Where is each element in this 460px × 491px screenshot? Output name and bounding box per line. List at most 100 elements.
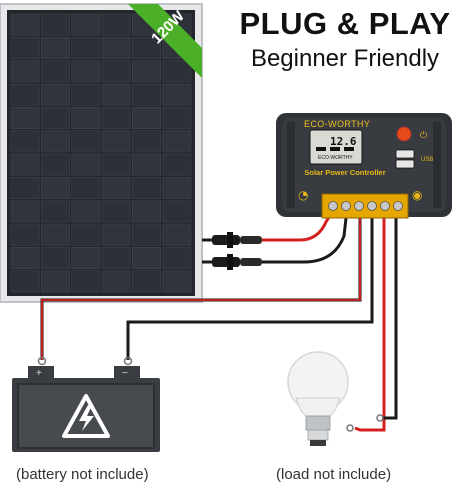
solar-cell [10,270,40,293]
solar-cell [71,200,101,223]
solar-cell [132,270,161,293]
solar-cell [71,153,101,176]
load-caption: (load not include) [276,466,392,483]
solar-cell [162,270,192,293]
solar-cell [132,37,161,59]
solar-cell [101,223,131,246]
solar-cell [162,130,192,153]
svg-text:+: + [36,368,42,379]
solar-cell [162,247,192,269]
solar-cell [41,130,70,153]
charge-controller: ⏻ USB ◔ ◉ [276,113,452,219]
solar-cell [10,37,40,59]
solar-cell [162,83,192,106]
light-bulb [287,351,384,446]
solar-cell [162,200,192,223]
solar-cell [101,247,131,269]
solar-cell [132,130,161,153]
solar-cell [71,83,101,106]
solar-cell [101,13,131,36]
solar-cell [71,177,101,199]
solar-cell [132,60,161,83]
solar-cell [41,200,70,223]
wattage-ribbon [128,4,202,78]
solar-cell [101,37,131,59]
solar-cell [10,223,40,246]
solar-cell [101,270,131,293]
terminal-screw [341,201,351,211]
solar-cell [101,153,131,176]
solar-cell [41,177,70,199]
solar-cell [41,270,70,293]
solar-cell [71,37,101,59]
solar-cell [132,153,161,176]
solar-cell [71,107,101,129]
solar-panel [0,3,203,303]
solar-cell [71,247,101,269]
solar-cell [41,153,70,176]
lcd-readout: 12.6 [330,135,357,148]
solar-cell [41,83,70,106]
terminal-screw [328,201,338,211]
solar-cell [132,107,161,129]
battery-caption: (battery not include) [16,466,149,483]
solar-cell [132,200,161,223]
controller-brand: ECO-WORTHY [304,119,371,129]
solar-cell [10,130,40,153]
solar-cell [41,13,70,36]
solar-cell [41,223,70,246]
solar-cell [162,153,192,176]
solar-cell [162,60,192,83]
solar-cell [10,60,40,83]
solar-cell [101,200,131,223]
controller-label: Solar Power Controller [304,168,386,177]
solar-cell [10,83,40,106]
battery-wires [40,218,374,360]
solar-cell [101,60,131,83]
solar-cell [132,177,161,199]
battery: + − [12,356,160,452]
svg-text:USB: USB [421,157,433,163]
solar-cell [10,153,40,176]
solar-cell [132,223,161,246]
headline-subtitle: Beginner Friendly [250,45,440,72]
solar-cells [10,13,192,293]
solar-cell [10,247,40,269]
solar-cell [41,107,70,129]
solar-cell [101,130,131,153]
headline-title: PLUG & PLAY [239,6,451,41]
solar-cell [71,223,101,246]
solar-cell [10,107,40,129]
solar-cell [162,177,192,199]
solar-cell [101,107,131,129]
terminal-screw [367,201,377,211]
solar-cell [101,177,131,199]
solar-cell [71,130,101,153]
solar-cell [71,13,101,36]
svg-text:◔: ◔ [298,188,308,202]
solar-cell [132,247,161,269]
solar-cell [132,83,161,106]
solar-cell [10,13,40,36]
solar-cell [162,223,192,246]
terminal-screws [328,201,403,211]
mc4-connectors [202,211,348,270]
solar-cell [41,60,70,83]
solar-cell [41,247,70,269]
solar-cell [10,200,40,223]
solar-cell [41,37,70,59]
solar-cell [71,60,101,83]
headline: PLUG & PLAY Beginner Friendly [232,6,458,74]
svg-text:⏻: ⏻ [420,130,427,141]
solar-cell [10,177,40,199]
solar-cell [162,107,192,129]
terminal-screw [380,201,390,211]
svg-text:◉: ◉ [412,188,422,202]
terminal-screw [354,201,364,211]
svg-text:−: − [122,368,128,379]
solar-cell [71,270,101,293]
load-wires [354,218,398,432]
solar-cell [101,83,131,106]
lcd-brand: ECO-WORTHY [318,155,353,161]
